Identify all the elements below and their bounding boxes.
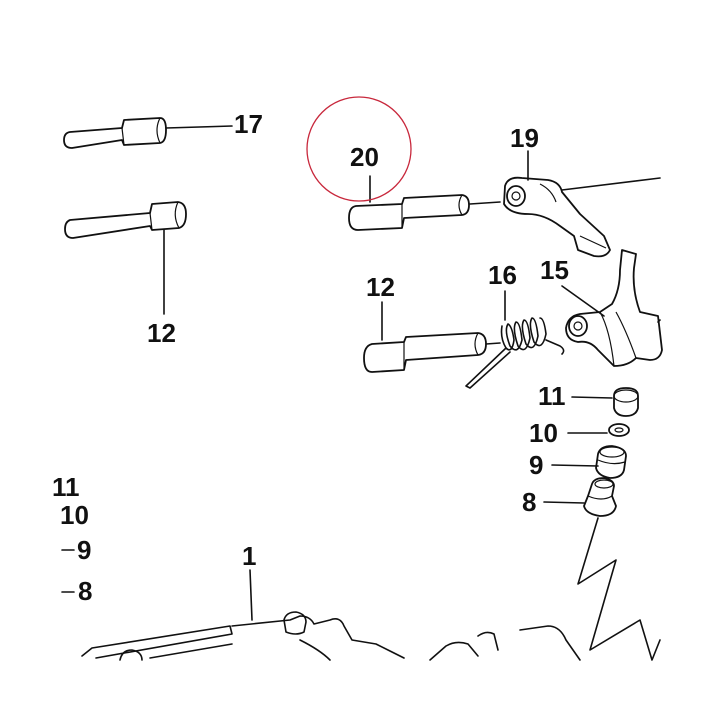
pin-12-left	[64, 201, 187, 315]
label-9-partial: 9	[77, 535, 91, 565]
grommet-8	[543, 477, 617, 517]
label-8: 8	[522, 487, 536, 517]
pin-20	[348, 175, 501, 231]
label-19: 19	[510, 123, 539, 153]
label-9: 9	[529, 450, 543, 480]
lever-19	[503, 150, 661, 258]
label-8-partial: 8	[78, 576, 92, 606]
label-11: 11	[538, 381, 566, 411]
cap-11	[571, 387, 639, 417]
label-16: 16	[488, 260, 517, 290]
label-10-partial: 10	[60, 500, 89, 530]
pin-12-center	[363, 301, 501, 373]
bushing-9	[551, 445, 627, 479]
label-11-partial: 11	[52, 472, 80, 502]
spring-16	[465, 290, 565, 389]
label-20: 20	[350, 142, 379, 172]
label-1: 1	[242, 541, 256, 571]
housing-1	[81, 569, 581, 661]
break-line	[577, 517, 661, 661]
label-12-left: 12	[147, 318, 176, 348]
pin-17	[63, 117, 233, 149]
clip-10	[567, 423, 630, 437]
label-12-center: 12	[366, 272, 395, 302]
label-15: 15	[540, 255, 569, 285]
label-17: 17	[234, 109, 263, 139]
lever-15	[561, 249, 663, 367]
label-10: 10	[529, 418, 558, 448]
highlight-circle	[306, 96, 412, 202]
